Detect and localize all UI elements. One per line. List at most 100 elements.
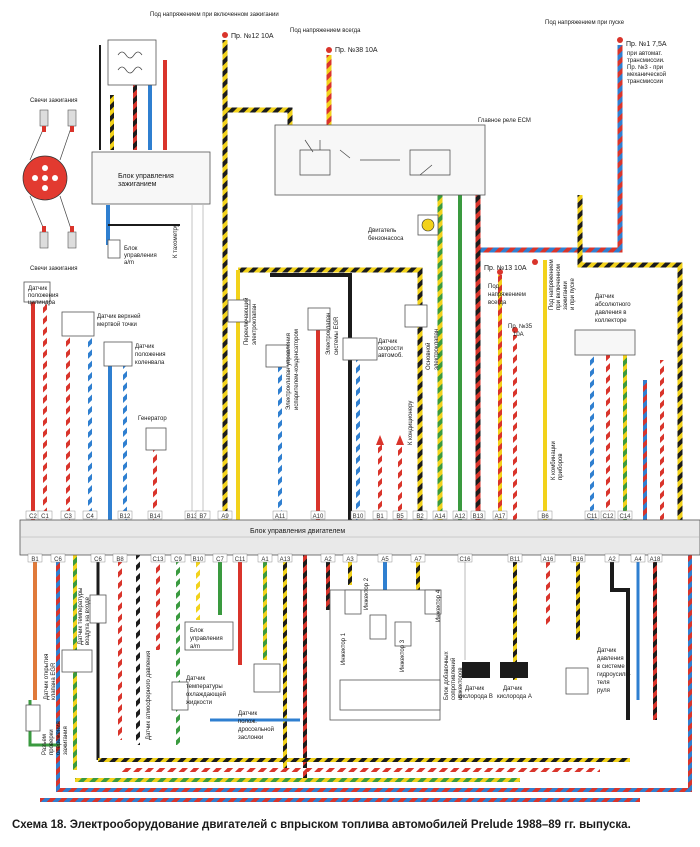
ecm-pin-box xyxy=(232,553,248,563)
ecm-pin-label: C13 xyxy=(152,557,164,563)
label-egr-valve-1: Электроклапан xyxy=(326,313,332,356)
distributor xyxy=(22,124,73,233)
ecm-pin-box xyxy=(457,553,473,563)
ecm-pin-label: C7 xyxy=(216,557,224,563)
wire-b-2 xyxy=(56,555,692,792)
ecm-pin-label: C6 xyxy=(94,557,102,563)
ecm-pin-label: C9 xyxy=(174,557,182,563)
label-fuse1-note1: при автомат. xyxy=(627,51,662,57)
ecm-pin-box xyxy=(452,510,468,520)
ecm-pin-label: C12 xyxy=(602,514,614,520)
label-egr-pos-1: Датчик открытия xyxy=(44,654,50,700)
label-fuse38: Пр. №38 10А xyxy=(335,47,378,54)
label-start-1: Под напряжением xyxy=(549,259,555,310)
injector-2 xyxy=(369,614,387,640)
label-main-relay: Главное реле ECM xyxy=(478,118,531,124)
label-cyl-3: цилиндра xyxy=(28,300,56,306)
label-ps-1: Датчик xyxy=(597,648,616,654)
ecm-pin-box xyxy=(570,553,586,563)
ecm-pin-label: B6 xyxy=(541,514,549,520)
ps-pressure-sensor xyxy=(565,667,589,695)
label-fuel-pump-2: бензонасоса xyxy=(368,236,404,242)
label-speed-1: Датчик xyxy=(378,339,397,345)
speed-sensor-box xyxy=(342,337,378,361)
ecm-pin-label: B2 xyxy=(416,514,424,520)
label-tacho: К тахометру xyxy=(173,224,179,258)
spark-plugs-bottom xyxy=(39,226,77,249)
ecm-pin-box xyxy=(82,510,98,520)
ecm-pin-label: C1 xyxy=(41,514,49,520)
ecm-pin-box xyxy=(432,510,448,520)
wire-start-feed xyxy=(480,45,623,253)
ecm-pin-box xyxy=(412,510,428,520)
ecm-pin-box xyxy=(212,553,228,563)
label-throttle-1: Датчик xyxy=(238,711,257,717)
label-air-temp-1: Датчик температуры xyxy=(78,588,84,645)
label-under-3: всегда xyxy=(488,300,507,306)
label-egr-ctrl-2: испарителем-конденсатором xyxy=(294,329,300,410)
resistor-block xyxy=(339,679,441,711)
fuse-markers xyxy=(222,32,623,333)
ecm-pin-label: B8 xyxy=(116,557,124,563)
ecm-pin-box xyxy=(540,553,556,563)
ecm-pin-box xyxy=(310,510,326,520)
ac-arrows xyxy=(376,435,404,445)
wire-relay-yk xyxy=(225,107,293,128)
ecm-pin-box xyxy=(604,553,620,563)
label-oxygen-2: электроклапан xyxy=(434,329,440,370)
ecm-pin-label: B16 xyxy=(573,557,584,563)
label-ps-6: руля xyxy=(597,688,610,694)
label-egr-ctrl-1: Электроклапан управления xyxy=(286,333,292,410)
ecm-pin-box xyxy=(150,553,166,563)
coolant-sensor xyxy=(171,681,189,711)
label-coolant-4: жидкости xyxy=(186,700,212,706)
ecm-pin-box xyxy=(410,553,426,563)
ecm-pin-box xyxy=(147,510,163,520)
au-unit-box xyxy=(107,239,121,259)
egr-pos-sensor xyxy=(89,594,107,624)
label-throttle-2: полож. xyxy=(238,719,257,725)
ecm-pin-label: B10 xyxy=(353,514,364,520)
ecm-pin-label: C4 xyxy=(86,514,94,520)
ecm-pin-label: A2 xyxy=(324,557,332,563)
ecm-pin-box xyxy=(117,510,133,520)
map-sensor-box xyxy=(574,329,636,356)
label-fuse12: Пр. №12 10А xyxy=(231,33,274,40)
ecm-pin-label: A10 xyxy=(313,514,324,520)
crank-sensor-box xyxy=(103,341,133,367)
label-start-3: зажигании xyxy=(563,281,569,310)
label-baro: Датчик атмосферного давления xyxy=(146,651,152,740)
ecm-pin-box xyxy=(27,553,43,563)
label-map-1: Датчик xyxy=(595,294,614,300)
label-oxyA-2: кислорода А xyxy=(497,694,532,700)
label-fuse13: Пр. №13 10А xyxy=(484,265,527,272)
ecm-pin-box xyxy=(190,553,206,563)
label-combo-1: К комбинации xyxy=(551,441,557,480)
ecm-pin-box xyxy=(217,510,233,520)
label-throttle-3: дроссельной xyxy=(238,726,274,733)
label-ign-unit-1: Блок управления xyxy=(118,173,174,180)
ecm-pin-label: A3 xyxy=(346,557,354,563)
ecm-pin-label: A5 xyxy=(381,557,389,563)
label-au-1: Блок xyxy=(124,246,138,252)
ecm-pin-label: B11 xyxy=(510,557,521,563)
ecm-pin-box xyxy=(647,553,663,563)
label-map-2: абсолютного xyxy=(595,302,631,308)
oxygen-sensor-b xyxy=(462,662,490,678)
ecm-pin-label: A2 xyxy=(608,557,616,563)
label-fuse1-note2: трансмиссии. xyxy=(627,58,665,64)
label-inj-2: Инжектор 2 xyxy=(364,577,370,610)
ecm-pin-label: A13 xyxy=(280,557,291,563)
label-fuse35b: 10А xyxy=(513,332,524,338)
label-crank-1: Датчик xyxy=(135,344,154,350)
ecm-pin-label: B13 xyxy=(473,514,484,520)
label-ign-unit-2: зажиганием xyxy=(118,181,157,188)
ecm-pin-label: B14 xyxy=(150,514,161,520)
ecm-pin-label: B13 xyxy=(187,514,198,520)
label-map-3: давления в xyxy=(595,310,627,316)
au-unit-2 xyxy=(184,621,234,651)
label-start-2: при включенном xyxy=(556,264,562,310)
label-fuse1-note5: трансмиссии xyxy=(627,79,663,85)
